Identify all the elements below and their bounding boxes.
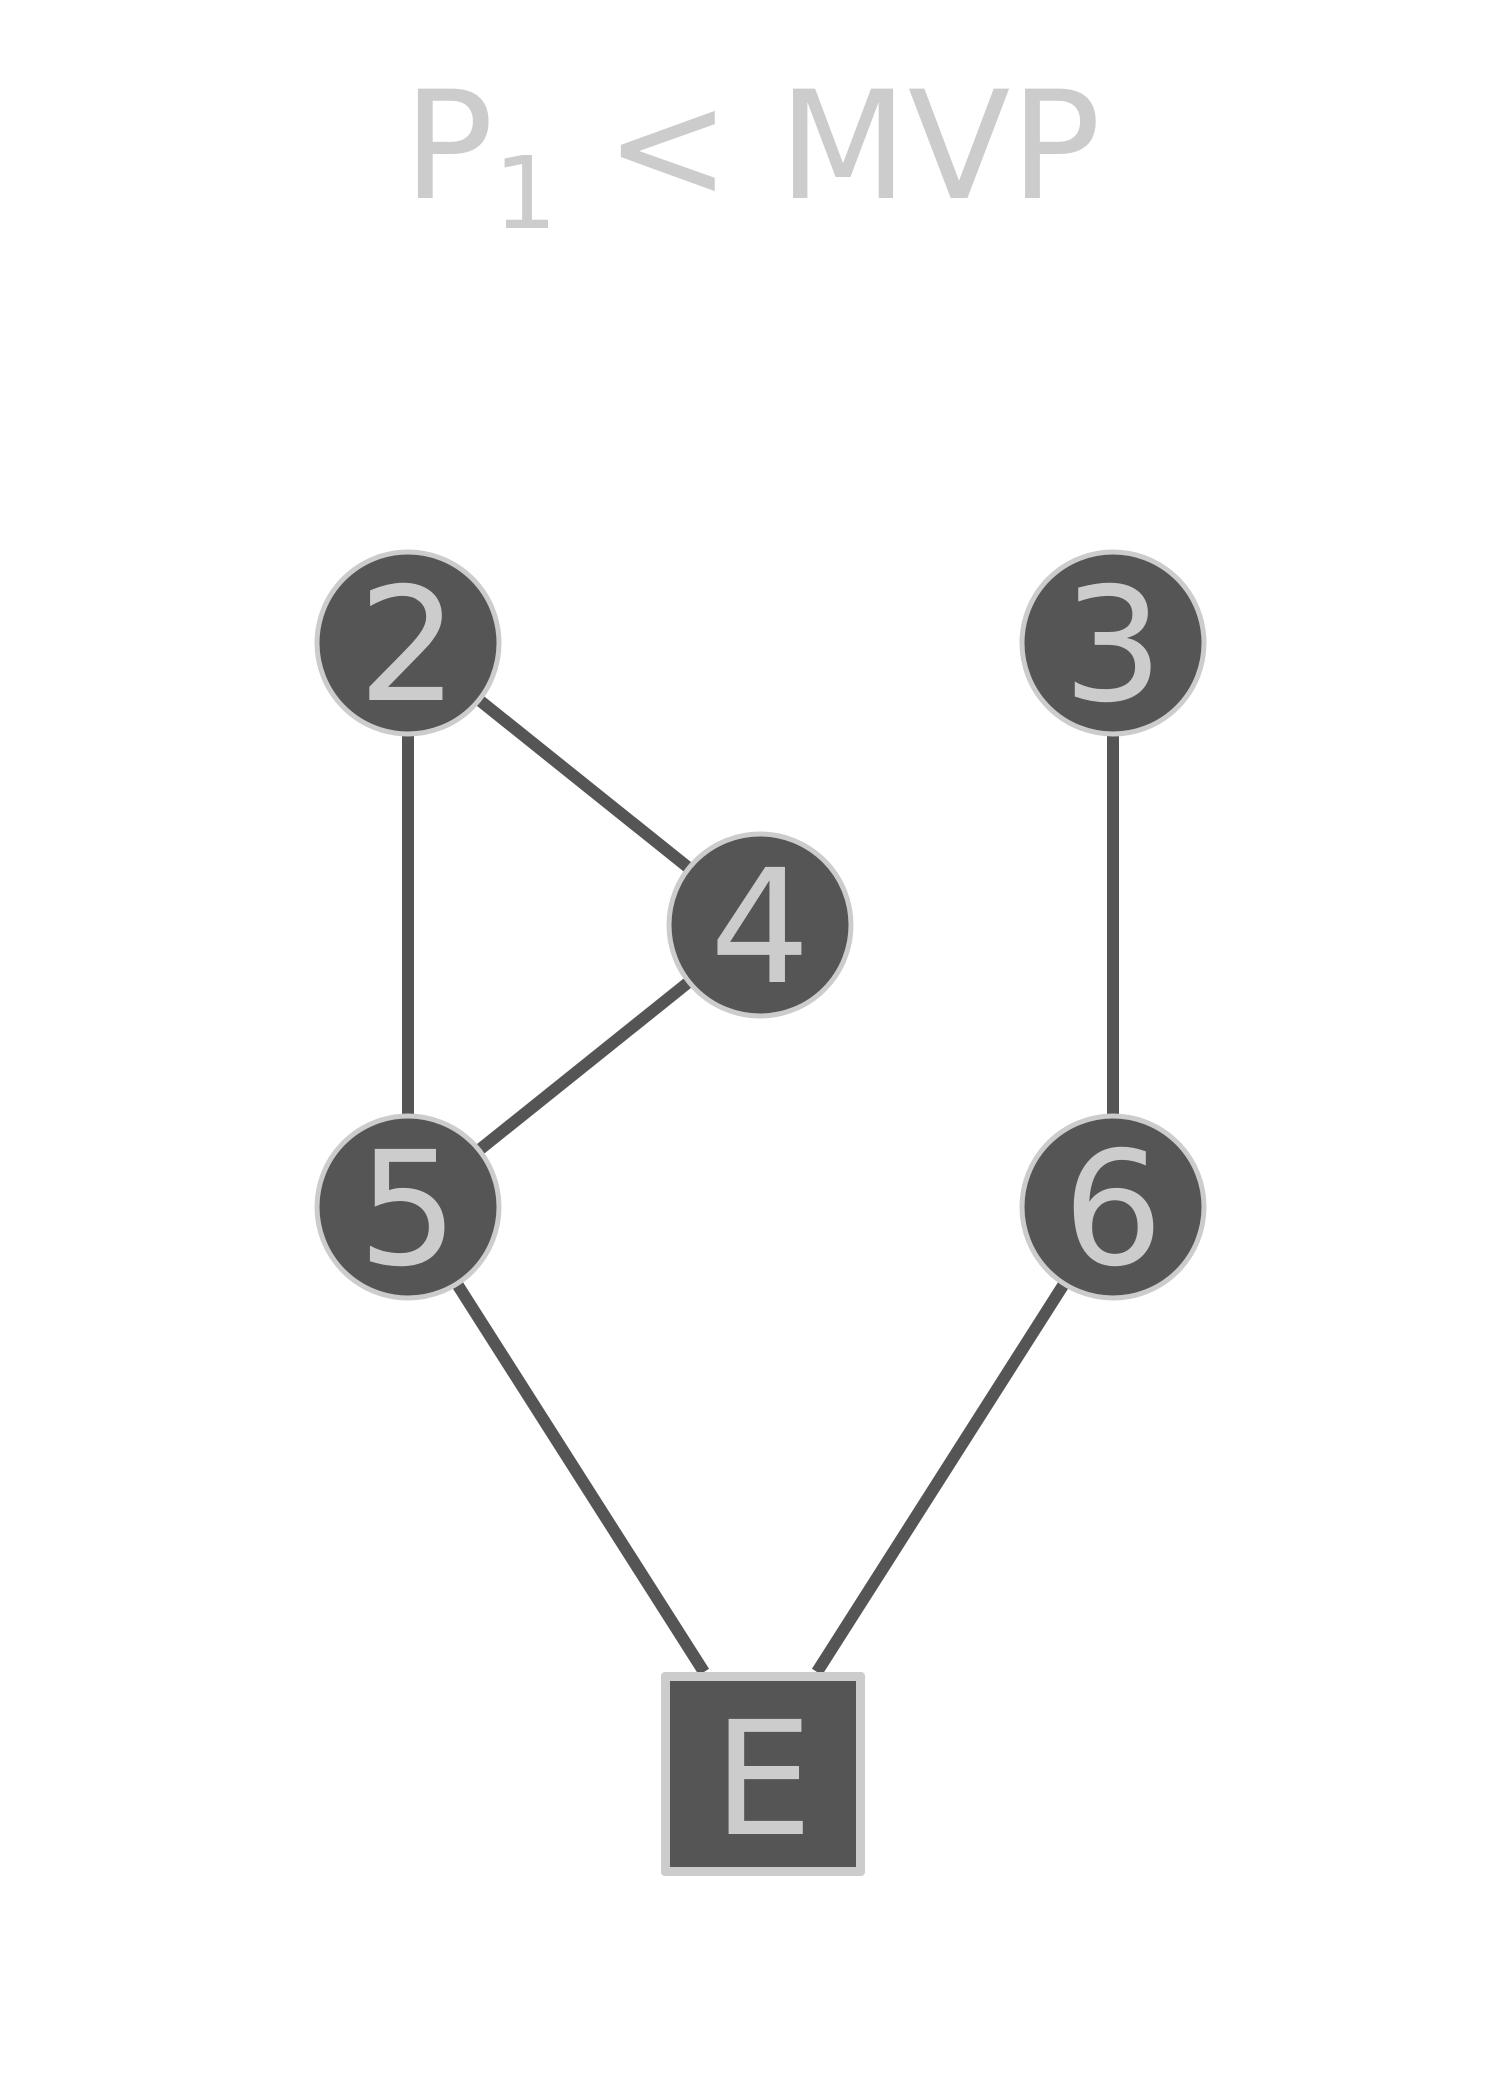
node-5: 5 bbox=[314, 1113, 502, 1302]
nodes-group: 2 3 4 5 6 E bbox=[314, 549, 1207, 1876]
title-main: P bbox=[403, 60, 493, 234]
node-2-circle bbox=[314, 549, 502, 737]
node-E-label: E bbox=[713, 1688, 813, 1872]
diagram-title: P1 < MVP bbox=[403, 60, 1101, 252]
node-E: E bbox=[661, 1672, 865, 1876]
node-3: 3 bbox=[1019, 549, 1207, 738]
node-6: 6 bbox=[1019, 1113, 1207, 1302]
node-3-label: 3 bbox=[1063, 554, 1164, 738]
node-6-circle bbox=[1019, 1113, 1207, 1301]
node-4-label: 4 bbox=[710, 836, 811, 1020]
node-5-circle bbox=[314, 1113, 502, 1301]
node-4: 4 bbox=[666, 831, 854, 1020]
node-2-label: 2 bbox=[358, 554, 459, 738]
node-2: 2 bbox=[314, 549, 502, 738]
node-3-circle bbox=[1019, 549, 1207, 737]
title-subscript: 1 bbox=[494, 135, 558, 252]
node-5-label: 5 bbox=[358, 1118, 459, 1302]
edges-group bbox=[402, 638, 1119, 1676]
node-E-square-inner bbox=[670, 1681, 856, 1867]
node-4-circle bbox=[666, 831, 854, 1019]
title-rest: < MVP bbox=[557, 60, 1101, 234]
node-6-label: 6 bbox=[1063, 1118, 1164, 1302]
